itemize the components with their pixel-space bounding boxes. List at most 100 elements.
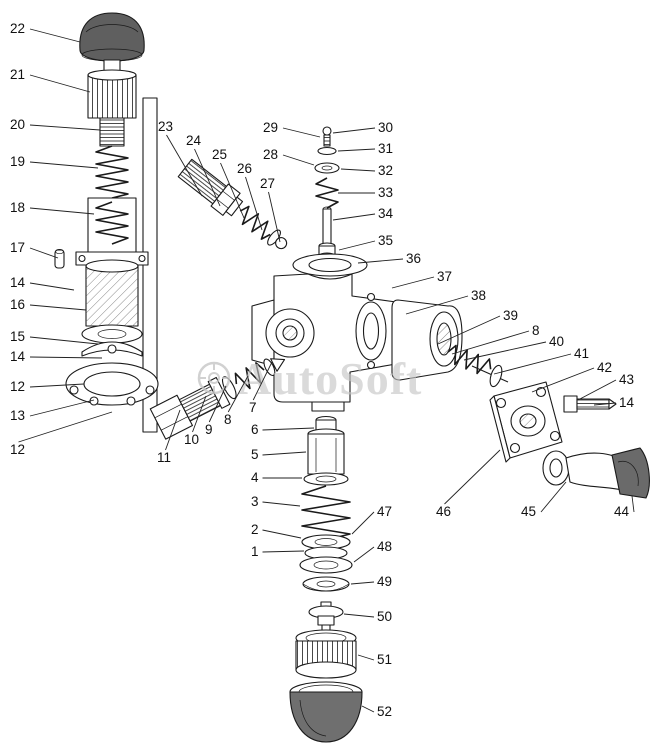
callout-5-45: 5 [251, 447, 259, 462]
watermark-text: AutoSoft [238, 353, 422, 404]
leader-line-48-51 [353, 546, 375, 563]
callout-1-49: 1 [251, 544, 259, 559]
callout-2-48: 2 [251, 522, 259, 537]
callout-28-19: 28 [263, 147, 278, 162]
callout-26-16: 26 [237, 161, 252, 176]
callout-45-37: 45 [521, 504, 536, 519]
leader-line-26-16 [245, 176, 263, 231]
leader-line-51-54 [357, 654, 375, 661]
callout-9-41: 9 [205, 422, 213, 437]
leader-line-8-30 [451, 330, 530, 355]
part-valve-fitting-23-27 [177, 158, 288, 250]
leader-line-52-55 [361, 705, 375, 713]
callout-12-12: 12 [10, 442, 25, 457]
watermark: AutoSoft [197, 353, 422, 404]
leader-line-18-4 [29, 207, 95, 215]
callout-14-9: 14 [10, 349, 26, 364]
callout-25-15: 25 [212, 147, 227, 162]
callout-37-27: 37 [437, 269, 452, 284]
callout-27-17: 27 [260, 176, 275, 191]
leader-line-46-36 [444, 449, 501, 505]
callout-18-4: 18 [10, 200, 25, 215]
part-top-stack-28-35 [314, 126, 340, 260]
leader-line-19-3 [29, 161, 99, 169]
leader-line-14-35 [593, 402, 617, 406]
leader-line-50-53 [343, 613, 375, 618]
leader-line-17-5 [29, 247, 59, 259]
callout-35-25: 35 [378, 233, 393, 248]
part-cup-38-39 [391, 299, 463, 381]
leader-line-34-24 [332, 213, 376, 221]
leader-line-49-52 [350, 581, 375, 585]
leader-line-12-10 [29, 383, 85, 388]
callout-8-30: 8 [532, 323, 540, 338]
callout-20-2: 20 [10, 117, 25, 132]
leader-line-29-18 [282, 127, 321, 138]
callout-23-13: 23 [158, 119, 173, 134]
callout-32-22: 32 [378, 163, 393, 178]
leader-line-43-34 [577, 379, 617, 401]
part-lever-44-45 [542, 447, 650, 499]
callout-44-38: 44 [614, 504, 630, 519]
part-flange-42-46 [489, 381, 563, 463]
callout-34-24: 34 [378, 206, 394, 221]
leader-line-2-48 [262, 529, 302, 539]
callout-11-39: 11 [157, 450, 171, 465]
leader-line-31-21 [337, 148, 376, 152]
callout-24-14: 24 [186, 133, 202, 148]
leader-line-28-19 [282, 154, 315, 166]
leader-line-7-43 [252, 361, 273, 401]
leader-line-8-42 [227, 375, 249, 413]
leader-line-22-0 [29, 28, 81, 43]
leader-line-15-8 [29, 336, 99, 345]
callout-12-10: 12 [10, 379, 25, 394]
part-cover-flange-12-13 [65, 362, 159, 406]
leader-line-32-22 [340, 168, 376, 172]
leader-line-45-37 [540, 481, 567, 513]
leader-line-38-28 [405, 295, 469, 315]
leader-line-44-38 [631, 495, 635, 513]
part-bolt-43 [563, 395, 617, 413]
callout-3-47: 3 [251, 494, 259, 509]
leader-line-13-11 [29, 399, 95, 417]
leader-line-27-17 [268, 191, 281, 243]
leader-line-41-32 [493, 353, 572, 375]
callout-31-21: 31 [378, 141, 393, 156]
leader-line-42-33 [531, 367, 595, 393]
callout-15-8: 15 [10, 329, 25, 344]
leader-line-24-14 [194, 148, 221, 207]
part-spring-40 [447, 344, 492, 375]
leader-line-1-49 [262, 550, 305, 553]
callout-layer: 2221201918171416151412131223242526272928… [10, 21, 635, 719]
part-shaft [471, 365, 509, 383]
callout-49-52: 49 [377, 574, 392, 589]
callout-50-53: 50 [377, 609, 392, 624]
callout-40-31: 40 [549, 334, 564, 349]
callout-51-54: 51 [377, 652, 392, 667]
part-bottom-stack [289, 415, 363, 743]
leader-line-36-26 [357, 258, 404, 264]
leader-line-30-20 [332, 127, 376, 134]
callout-46-36: 46 [436, 504, 451, 519]
leader-line-3-47 [262, 501, 301, 507]
leader-line-10-40 [192, 395, 207, 433]
leader-line-23-13 [166, 134, 203, 197]
callout-21-1: 21 [10, 67, 25, 82]
leader-line-40-31 [463, 341, 547, 361]
callout-19-3: 19 [10, 154, 25, 169]
callout-43-34: 43 [619, 372, 634, 387]
callout-7-43: 7 [249, 400, 257, 415]
leader-line-9-41 [208, 385, 227, 423]
leader-line-11-39 [165, 409, 181, 451]
callout-29-18: 29 [263, 120, 278, 135]
part-adjust-screw-20 [99, 117, 125, 147]
callout-8-42: 8 [224, 412, 232, 427]
callout-6-44: 6 [251, 422, 259, 437]
callout-17-5: 17 [10, 240, 25, 255]
callout-14-6: 14 [10, 275, 26, 290]
leader-line-35-25 [338, 240, 376, 251]
callout-47-50: 47 [377, 504, 392, 519]
leader-line-25-15 [220, 162, 245, 219]
leader-line-20-2 [29, 124, 101, 131]
